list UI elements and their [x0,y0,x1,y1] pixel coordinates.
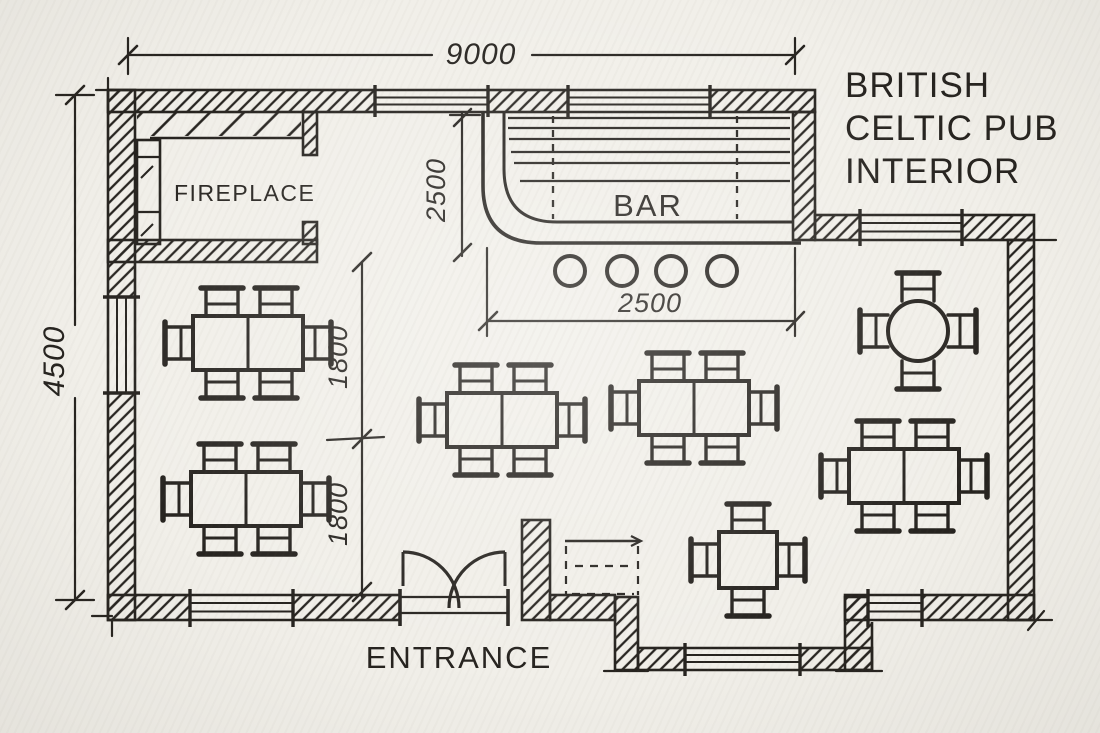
door-swing-right [447,550,506,609]
bar-label: BAR [613,188,683,223]
wall-bay-top-left [813,213,862,242]
wall-fireplace-bottom [106,238,319,264]
wall-entrance-pillar [520,518,552,622]
bar-stool [605,254,639,288]
bar-counter-outer [481,112,801,245]
dim-overall-width: 9000 [117,36,806,76]
bar-area: BAR [481,112,801,288]
wall-right-upper [791,110,817,242]
wall-alcove-step-left [613,595,640,672]
window-top-2 [566,85,712,117]
window-alcove [683,643,802,676]
wall-bottom-mid [548,593,617,622]
window-bottom-left [188,589,295,627]
bar-stools [553,254,739,288]
entrance-label: ENTRANCE [366,640,553,675]
window-bay-top [858,209,964,246]
dim-overall-depth: 4500 [38,84,96,611]
dim-1800-lower-label: 1800 [323,482,353,546]
fireplace-bench [135,138,162,246]
dim-1800-upper-label: 1800 [323,325,353,389]
bar-counter-inner [502,112,793,224]
dim-9000-label: 9000 [446,38,517,71]
dim-bar-depth: 2500 [421,107,482,263]
wall-fireplace-stub-top [301,110,319,157]
dimensions: 9000 4500 2500 2500 [38,36,806,611]
window-bottom-right [866,589,924,627]
wall-alcove-bottom-left [636,646,687,672]
dim-4500-label: 4500 [38,326,71,397]
wall-right [1006,238,1036,622]
wall-left-lower [106,391,137,622]
title-line-3: INTERIOR [845,152,1020,191]
wall-bay-top-right [960,213,1036,242]
door-swing-left [402,550,461,609]
window-top-1 [373,85,490,117]
wall-top-right [708,88,817,114]
furniture [163,273,987,616]
vestibule-dashed-marker [564,535,644,596]
wall-left-upper [106,88,137,299]
entrance-door [398,550,510,626]
table-6seat-center-right [611,353,777,463]
title-line-1: BRITISH [845,66,990,105]
wall-bottom-left2 [291,593,402,622]
fireplace-hearth-hatch [137,113,301,136]
dim-bar-length: 2500 [477,246,806,338]
walls [106,88,1036,672]
bar-back-shelves [508,116,790,183]
title-line-2: CELTIC PUB [845,109,1059,148]
table-6seat-right [821,421,987,531]
arrow-head [630,535,644,547]
dim-bar-length-label: 2500 [617,288,682,318]
table-6seat-left-lower [163,444,329,554]
fireplace-nook: FIREPLACE [135,113,315,246]
fireplace-label: FIREPLACE [174,180,315,206]
bar-stool [654,254,688,288]
table-6seat-center [419,365,585,475]
drawing-title: BRITISH CELTIC PUB INTERIOR [845,66,1059,191]
windows [103,85,964,676]
table-round-bay [860,273,976,389]
window-left [103,295,140,395]
corner-ticks [90,76,1058,673]
dim-bar-depth-label: 2500 [421,158,451,223]
table-square-alcove [691,504,805,616]
labels: ENTRANCE BRITISH CELTIC PUB INTERIOR [366,66,1059,675]
bar-stool [705,254,739,288]
bar-stool [553,254,587,288]
table-6seat-left-upper [165,288,331,398]
wall-top-left [106,88,377,114]
wall-alcove-bottom-right [798,646,874,672]
wall-top-mid [486,88,570,114]
wall-fireplace-stub-bottom [301,220,319,246]
wall-bottom-right [920,593,1036,622]
dim-table-zones: 1800 1800 [323,251,386,603]
